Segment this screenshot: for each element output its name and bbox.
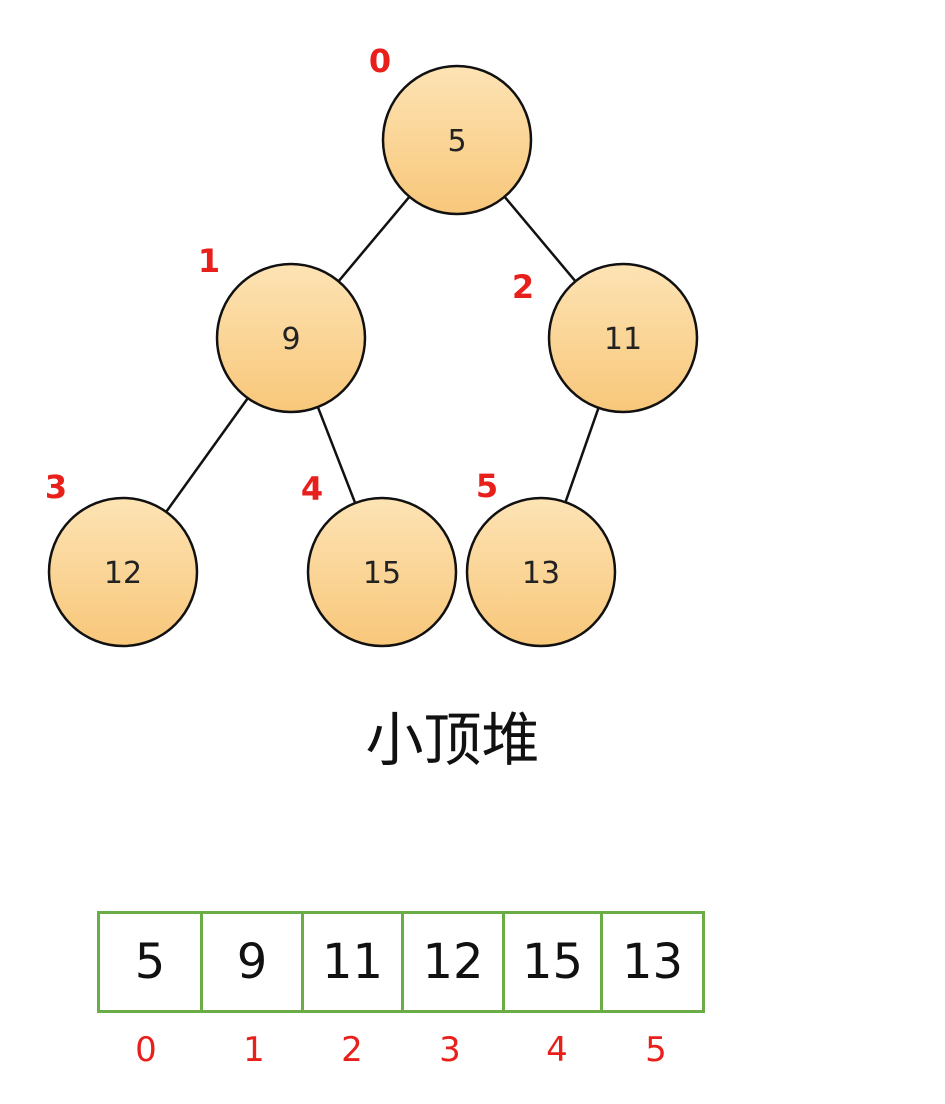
array-cell-3: 12 <box>401 911 505 1013</box>
tree-node-value: 5 <box>447 124 466 159</box>
tree-node-circle <box>47 496 199 648</box>
tree-node-value: 11 <box>604 322 642 357</box>
tree-node-value: 13 <box>522 556 560 591</box>
tree-node-3: 12 3 <box>45 468 199 648</box>
tree-node-index-label: 3 <box>45 468 67 506</box>
array-cell-2: 11 <box>301 911 404 1013</box>
array-index-label-3: 3 <box>439 1030 461 1070</box>
tree-node-0: 50 <box>369 42 533 216</box>
tree-edges <box>165 195 600 513</box>
tree-node-value: 12 <box>104 556 142 591</box>
tree-node-circle <box>215 262 367 414</box>
heap-title: 小顶堆 <box>365 706 540 774</box>
tree-node-index-label: 5 <box>476 467 498 505</box>
tree-edge-0-2 <box>503 195 577 283</box>
array-index-label-5: 5 <box>645 1030 667 1070</box>
tree-edge-0-1 <box>337 195 411 283</box>
tree-node-index-label: 2 <box>512 268 534 306</box>
tree-edge-2-5 <box>564 407 600 503</box>
tree-node-circle <box>306 496 458 648</box>
array-cell-4: 15 <box>502 911 603 1013</box>
tree-node-1: 91 <box>198 242 367 414</box>
tree-node-circle <box>465 496 617 648</box>
tree-node-index-label: 0 <box>369 42 391 80</box>
array-index-label-4: 4 <box>546 1030 568 1070</box>
tree-node-5: 13 5 <box>465 467 617 648</box>
array-cell-1: 9 <box>200 911 304 1013</box>
array-index-label-1: 1 <box>243 1030 265 1070</box>
tree-edge-1-4 <box>316 406 357 504</box>
tree-node-circle <box>547 262 699 414</box>
tree-node-index-label: 1 <box>198 242 220 280</box>
array-cell-5: 13 <box>600 911 705 1013</box>
tree-node-value: 9 <box>281 322 300 357</box>
tree-node-4: 15 4 <box>301 470 458 648</box>
tree-node-2: 11 2 <box>512 262 699 414</box>
array-index-label-0: 0 <box>135 1030 157 1070</box>
array-cell-0: 5 <box>97 911 203 1013</box>
array-index-label-2: 2 <box>341 1030 363 1070</box>
tree-edge-1-3 <box>165 397 249 513</box>
tree-node-value: 15 <box>363 556 401 591</box>
tree-node-index-label: 4 <box>301 470 323 508</box>
tree-node-circle <box>381 64 533 216</box>
